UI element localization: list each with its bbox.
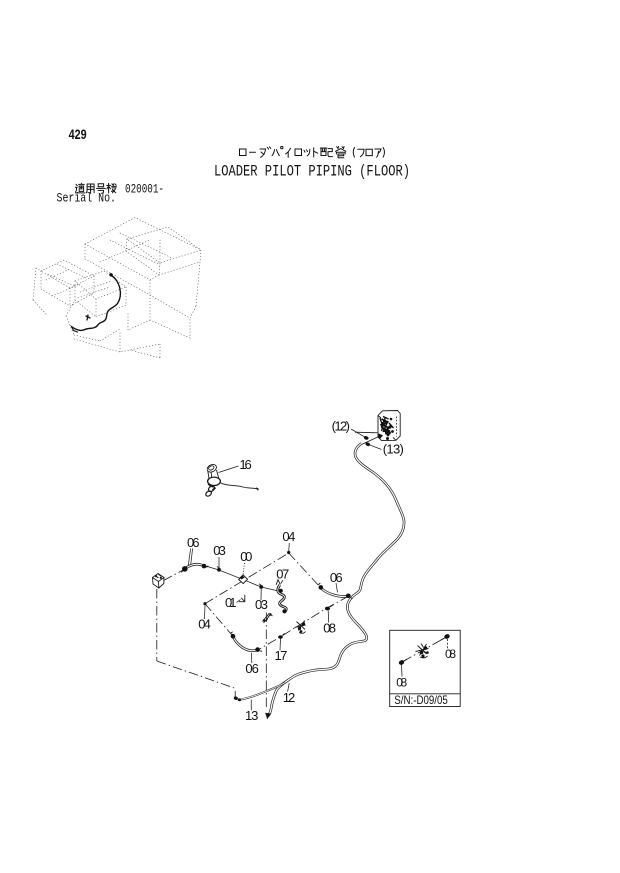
svg-text:00: 00: [240, 549, 252, 564]
svg-text:13: 13: [245, 708, 258, 723]
svg-text:Serial No.: Serial No.: [57, 192, 117, 206]
svg-text:08: 08: [396, 675, 407, 689]
svg-text:(12): (12): [332, 419, 350, 434]
svg-text:020001-: 020001-: [125, 183, 164, 197]
svg-text:LOADER PILOT PIPING (FLOOR): LOADER PILOT PIPING (FLOOR): [214, 163, 410, 181]
svg-text:01: 01: [225, 595, 237, 610]
svg-text:03: 03: [213, 543, 226, 558]
svg-text:04: 04: [282, 529, 295, 544]
svg-text:04: 04: [198, 617, 211, 632]
svg-text:06: 06: [187, 535, 200, 550]
svg-text:06: 06: [245, 661, 259, 676]
svg-text:16: 16: [239, 457, 251, 472]
svg-text:08: 08: [323, 620, 336, 635]
svg-text:S/N:-D09/05: S/N:-D09/05: [394, 693, 448, 707]
svg-text:17: 17: [275, 648, 288, 663]
svg-text:07: 07: [276, 566, 289, 581]
svg-text:08: 08: [445, 647, 456, 661]
svg-text:03: 03: [255, 597, 268, 612]
svg-text:12: 12: [283, 690, 296, 705]
svg-text:429: 429: [69, 126, 87, 142]
svg-text:(13): (13): [383, 442, 404, 457]
svg-text:06: 06: [330, 570, 343, 585]
